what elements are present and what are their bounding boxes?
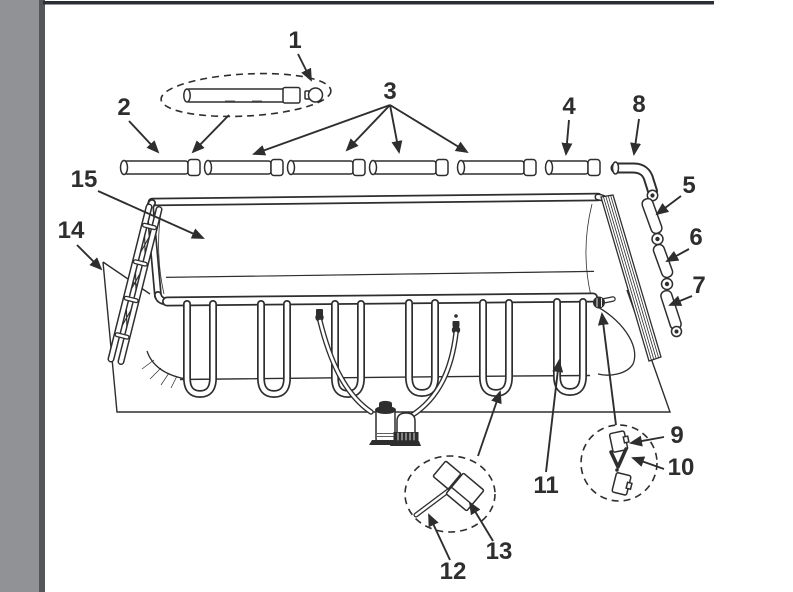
callout-3: 3: [383, 78, 397, 105]
callout-6: 6: [689, 224, 703, 251]
rail-beam: [203, 158, 284, 177]
callout-7: 7: [692, 272, 706, 299]
filter-pump: [369, 400, 421, 446]
pool-front-wall: [169, 299, 593, 380]
leg-tube-6: [652, 243, 674, 279]
valve-cap: [432, 460, 462, 490]
left-end-frame: [107, 203, 163, 365]
clip-part-9: [608, 430, 630, 453]
callout-4: 4: [562, 93, 576, 120]
callout-11: 11: [533, 472, 559, 499]
pool-liner-and-frame: [107, 192, 662, 446]
clip-part: [611, 472, 633, 496]
liner-corner-bulge-right: [593, 304, 636, 376]
corner-rail-and-leg-tubes: [610, 161, 683, 338]
callout-15: 15: [70, 166, 98, 193]
callout-12: 12: [439, 558, 467, 585]
leg-tube-7: [660, 289, 682, 331]
liner-back-wall: [152, 195, 598, 280]
leg-tube-5: [641, 197, 663, 235]
hoses: [315, 309, 461, 419]
drain-valve-detail-ellipse: [404, 455, 496, 533]
rail-beam-short: [544, 158, 601, 177]
rail-pin-detail-ellipse: [160, 72, 332, 118]
rail-beam: [119, 158, 201, 177]
top-rail-beams-row: [119, 158, 601, 177]
callout-8: 8: [632, 91, 646, 118]
callout-1: 1: [288, 27, 302, 54]
rail-beam: [368, 158, 449, 177]
callout-2: 2: [117, 94, 131, 121]
callout-5: 5: [682, 172, 696, 199]
callout-leader-lines: [76, 53, 693, 561]
callout-14: 14: [57, 217, 85, 244]
detail-rail-tube: [183, 86, 301, 104]
pool-u-legs: [183, 298, 587, 398]
rail-beam: [456, 158, 537, 177]
clip-detail-circle: [580, 424, 658, 502]
callout-10: 10: [667, 454, 695, 481]
corner-ball-fitting: [593, 296, 616, 309]
rail-beam: [286, 158, 366, 177]
scan-edge-artifacts: [0, 0, 714, 592]
valve-plate-part-13: [445, 472, 485, 512]
right-end-frame: [600, 194, 662, 362]
pin-part-10: [609, 447, 628, 469]
detail-locking-pin: [304, 87, 324, 103]
callout-13: 13: [485, 538, 513, 565]
callout-9: 9: [670, 422, 684, 449]
